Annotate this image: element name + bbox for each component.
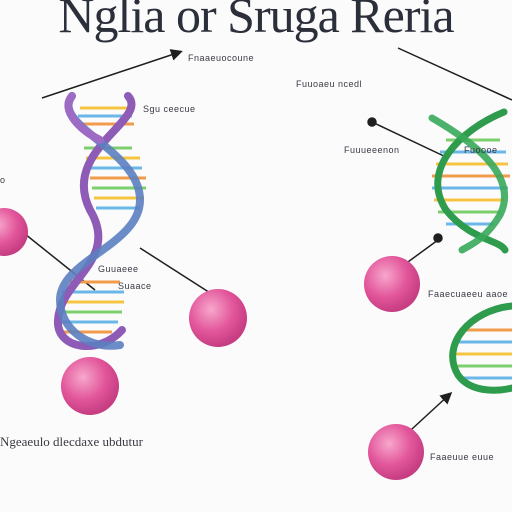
connector-right-sphere-dot [433,233,443,243]
sphere-middle [189,289,247,347]
connector-right-dot [371,121,449,159]
label-left-edge: o [0,175,6,185]
label-right-mid-b: Faaecuaeeu aaoe [428,289,509,299]
left-helix-strand-b [55,92,145,350]
connector-top-left-arrow [41,49,183,99]
right-top-strand-b [428,114,509,254]
right-dna-helix-top [428,108,510,254]
right-dna-helix-bottom [449,302,512,394]
label-bottom-right: Faaeuue euue [430,452,495,462]
connector-mid-sphere [139,247,219,299]
page-title: Nglia or Sruga Reria [58,0,454,43]
connector-top-right [397,47,512,101]
label-right-mid-left: Fuuueeenon [344,145,400,155]
sphere-bottom-right [368,424,424,480]
right-bottom-strand [449,302,512,394]
sphere-left-edge [0,208,28,256]
sphere-right-middle [364,256,420,312]
label-top-center: Fnaaeuocoune [188,53,255,63]
label-left-mid-b: Guuaeee [98,264,139,274]
sphere-bottom-left [61,357,119,415]
right-bottom-helix-rungs [454,328,512,380]
label-right-mid-right: Fuoooe [464,145,498,155]
left-dna-helix [54,92,146,350]
spheres [0,208,424,480]
right-top-strand-a [434,108,509,254]
label-left-mid-a: Sgu ceecue [143,104,196,114]
connector-right-dot-end [367,117,377,127]
label-bottom-left: Ngeaeulo dlecdaxe ubdutur [0,434,143,449]
label-left-mid-c: Suaace [118,281,152,291]
left-helix-strand-a-top [64,92,104,144]
label-top-right: Fuuoaeu ncedl [296,79,363,89]
